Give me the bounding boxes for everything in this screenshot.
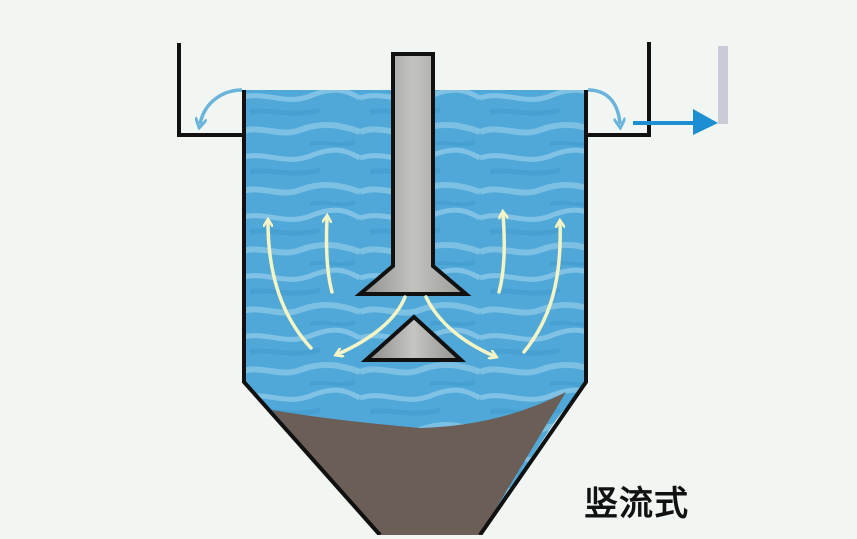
outflow-arrow-left-icon xyxy=(338,295,407,354)
tank-outline xyxy=(242,90,588,537)
central-inlet-pipe xyxy=(354,52,472,296)
upward-arrow-icon xyxy=(522,223,560,354)
flow-arrows xyxy=(268,214,560,356)
overflow-weir-left xyxy=(177,43,244,137)
sludge-hopper xyxy=(272,392,566,535)
overflow-weir-right xyxy=(586,42,651,137)
upward-arrow-icon xyxy=(497,214,504,294)
outflow-arrow-right-icon xyxy=(424,295,494,356)
background-edge xyxy=(718,46,728,124)
diagram-caption: 竖流式 xyxy=(584,484,689,524)
upward-arrow-icon xyxy=(327,218,334,294)
outlet-arrow-icon xyxy=(633,109,718,135)
overflow-arrow-left-icon xyxy=(200,88,243,124)
upward-arrow-icon xyxy=(268,222,313,350)
reflection-plate xyxy=(360,314,467,362)
overflow-arrow-right-icon xyxy=(587,88,620,124)
